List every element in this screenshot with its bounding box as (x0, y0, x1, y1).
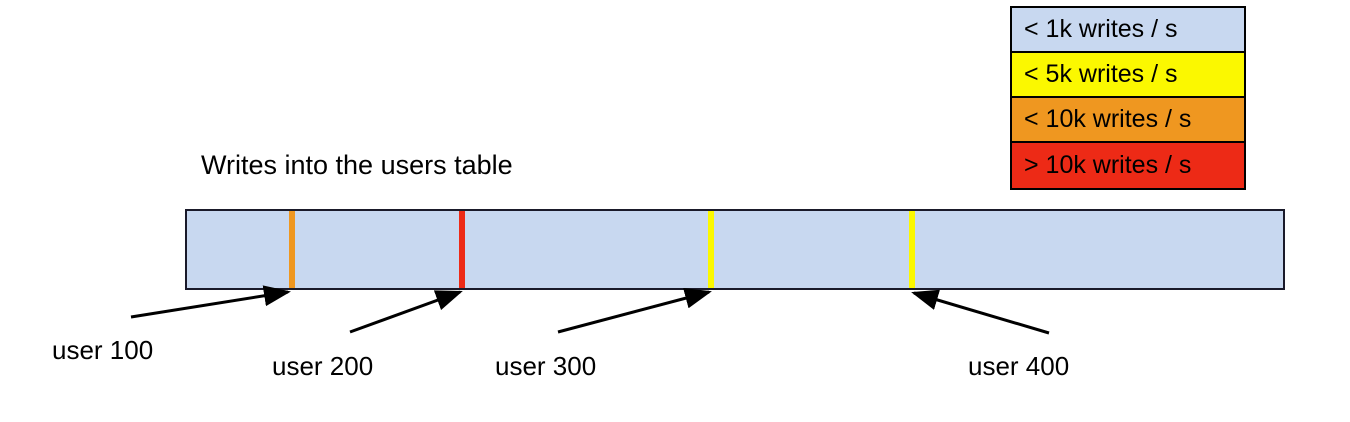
hotspot-stripe-user-300 (708, 211, 714, 288)
chart-title: Writes into the users table (201, 150, 513, 180)
legend-label-under-1k: < 1k writes / s (1024, 15, 1178, 43)
arrow-user-400 (911, 289, 1050, 335)
legend-label-over-10k: > 10k writes / s (1024, 151, 1192, 179)
arrow-user-200 (349, 290, 463, 334)
marker-label-user-100: user 100 (52, 335, 154, 365)
arrow-user-100 (130, 285, 291, 319)
legend-label-under-5k: < 5k writes / s (1024, 60, 1178, 88)
hotspot-stripe-user-200 (459, 211, 465, 288)
users-table-band (185, 209, 1285, 290)
hotspot-stripe-user-100 (289, 211, 295, 288)
hotspot-stripe-user-400 (909, 211, 915, 288)
legend-row-under-10k: < 10k writes / s (1012, 98, 1244, 143)
legend: < 1k writes / s < 5k writes / s < 10k wr… (1010, 6, 1246, 190)
band-fill (187, 211, 1283, 288)
marker-label-user-400: user 400 (968, 351, 1070, 381)
marker-label-user-200: user 200 (272, 351, 374, 381)
legend-row-under-1k: < 1k writes / s (1012, 8, 1244, 53)
legend-row-under-5k: < 5k writes / s (1012, 53, 1244, 98)
legend-row-over-10k: > 10k writes / s (1012, 143, 1244, 188)
legend-label-under-10k: < 10k writes / s (1024, 105, 1192, 133)
arrow-user-300 (557, 287, 712, 334)
marker-label-user-300: user 300 (495, 351, 597, 381)
